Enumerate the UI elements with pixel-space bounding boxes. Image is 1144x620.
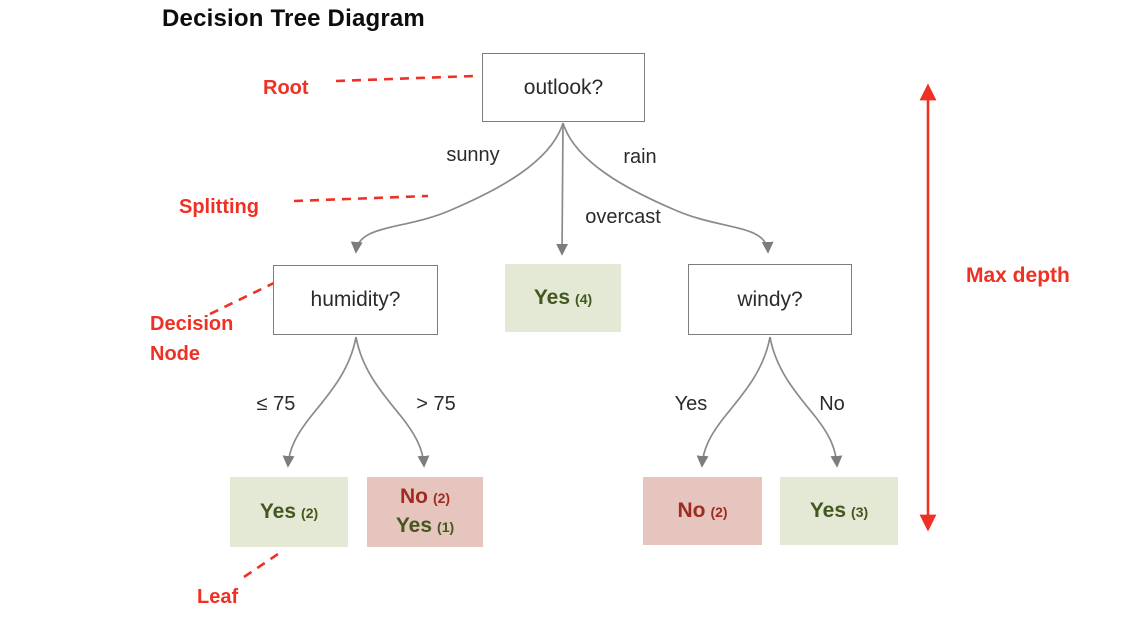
leaf-word: No	[677, 498, 706, 522]
edge-windy-to-no2	[696, 336, 771, 468]
edge-root-to-overcast-leaf	[556, 122, 569, 256]
branch-label-gt-75: > 75	[416, 393, 456, 415]
leaf-windy-no-yes3: Yes(3)	[780, 477, 898, 545]
leaf-overcast-yes4: Yes(4)	[505, 264, 621, 332]
leaf-line: Yes(3)	[810, 497, 868, 526]
leaf-count: (2)	[301, 504, 319, 521]
leaf-line: No(2)	[677, 497, 727, 526]
edge-humidity-to-no2yes1	[355, 336, 430, 468]
splitting-annotation-dash	[293, 194, 429, 203]
decision-node-humidity: humidity?	[273, 265, 438, 335]
branch-label-le-75: ≤ 75	[256, 393, 296, 415]
branch-label-sunny: sunny	[446, 144, 500, 166]
root-node-label: outlook?	[523, 75, 604, 99]
leaf-count: (2)	[432, 490, 451, 506]
leaf-humidity-gt75-no2-yes1: No(2) Yes(1)	[367, 477, 483, 547]
leaf-line: Yes(1)	[396, 512, 454, 541]
leaf-word: No	[399, 485, 428, 508]
splitting-annotation-label: Splitting	[179, 196, 259, 218]
root-annotation-dash	[335, 74, 475, 83]
edge-root-to-windy	[562, 122, 774, 254]
max-depth-annotation-label: Max depth	[966, 264, 1070, 287]
leaf-word: Yes	[395, 514, 433, 537]
edge-root-to-humidity	[350, 122, 564, 254]
humidity-node-label: humidity?	[310, 288, 401, 311]
leaf-count: (2)	[710, 503, 728, 520]
leaf-line: Yes(2)	[260, 498, 318, 527]
root-annotation-label: Root	[263, 77, 309, 99]
leaf-count: (1)	[437, 519, 455, 535]
branch-label-windy-no: No	[819, 393, 845, 415]
branch-label-windy-yes: Yes	[674, 393, 708, 415]
decision-node-annotation-label: Decision Node	[150, 313, 234, 365]
leaf-count: (3)	[851, 503, 869, 520]
leaf-word: Yes	[259, 499, 297, 523]
edge-humidity-to-yes2	[282, 336, 357, 468]
windy-node-label: windy?	[737, 287, 803, 311]
leaf-windy-yes-no2: No(2)	[643, 477, 762, 545]
leaf-line: Yes(4)	[534, 284, 592, 313]
leaf-word: Yes	[533, 285, 571, 309]
leaf-line: No(2)	[400, 483, 450, 512]
branch-label-rain: rain	[623, 146, 657, 168]
leaf-count: (4)	[575, 290, 593, 307]
decision-node-windy: windy?	[688, 264, 852, 335]
leaf-annotation-label: Leaf	[197, 586, 239, 608]
branch-label-overcast: overcast	[585, 206, 661, 228]
leaf-annotation-dash	[243, 550, 282, 579]
leaf-word: Yes	[809, 498, 847, 522]
root-node-outlook: outlook?	[482, 53, 645, 122]
leaf-humidity-le75-yes2: Yes(2)	[230, 477, 348, 547]
page-title: Decision Tree Diagram	[162, 5, 425, 32]
